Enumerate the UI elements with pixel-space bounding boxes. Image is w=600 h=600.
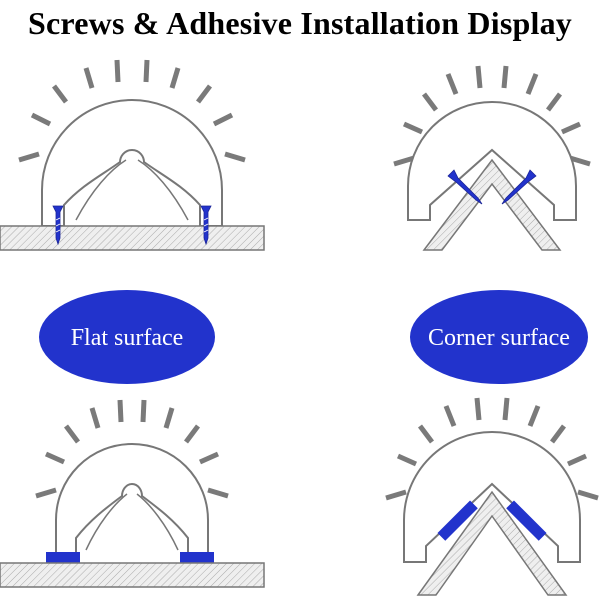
screw-icon — [501, 169, 537, 205]
flat-surface-text: Flat surface — [71, 325, 184, 351]
bristle-teeth — [393, 65, 591, 167]
adhesive-pad — [437, 500, 478, 541]
adhesive-pad — [46, 552, 80, 563]
screw-icon — [52, 205, 64, 246]
corner-surface-base — [422, 158, 562, 251]
panel-corner-adhesive — [385, 397, 599, 596]
arch-body — [403, 431, 581, 563]
arch-body — [41, 99, 223, 227]
bristle-teeth — [35, 399, 229, 499]
flat-surface-base — [0, 225, 265, 251]
corner-surface-label: Corner surface — [410, 290, 588, 384]
arch-body — [55, 443, 209, 557]
adhesive-pad — [506, 500, 547, 541]
arch-inner-groove — [85, 493, 179, 551]
panel-flat-adhesive — [0, 399, 265, 588]
corner-surface-text: Corner surface — [428, 325, 570, 351]
flat-surface-base — [0, 562, 265, 588]
flat-surface-label: Flat surface — [39, 290, 215, 384]
screw-icon — [447, 169, 483, 205]
screw-icon — [200, 205, 212, 246]
panel-flat-screws — [0, 59, 265, 251]
panel-corner-screws — [393, 65, 591, 251]
arch-inner-groove — [75, 159, 189, 221]
bristle-teeth — [385, 397, 599, 501]
adhesive-pad — [180, 552, 214, 563]
corner-surface-base — [416, 490, 568, 596]
arch-body — [407, 101, 577, 221]
bristle-teeth — [18, 59, 246, 163]
page-title: Screws & Adhesive Installation Display — [28, 5, 572, 41]
